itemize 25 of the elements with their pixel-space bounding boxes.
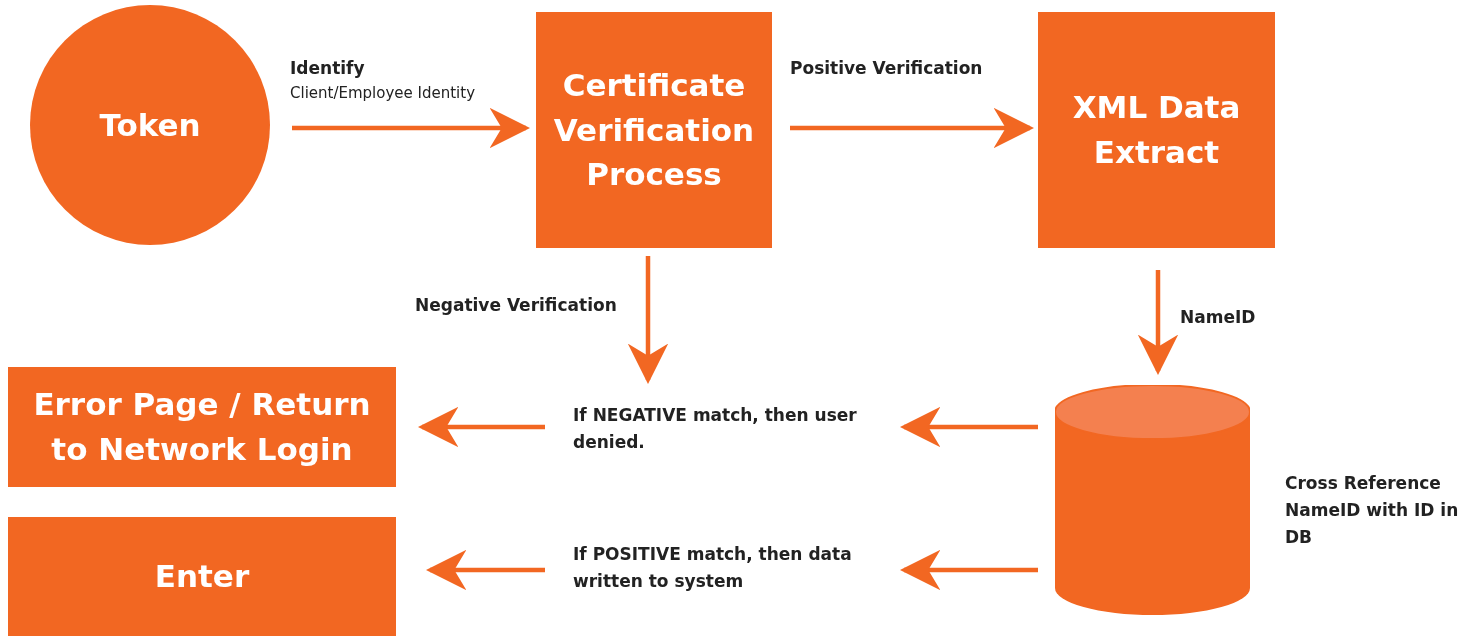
node-label: Error Page / Return to Network Login bbox=[32, 385, 372, 469]
edge-label: Positive Verification bbox=[790, 58, 983, 78]
arrow bbox=[627, 256, 669, 385]
process-box bbox=[8, 517, 396, 636]
edge-label: NameID bbox=[1180, 307, 1256, 327]
node-caption: Cross Reference NameID with ID in DB bbox=[1285, 472, 1460, 550]
arrow bbox=[425, 549, 545, 591]
process-box bbox=[8, 367, 396, 487]
flow-note: If NEGATIVE match, then user denied. bbox=[573, 403, 858, 454]
arrow bbox=[790, 107, 1035, 149]
edge-label: Negative Verification bbox=[415, 295, 617, 315]
process-box bbox=[1038, 12, 1275, 248]
edge-label: Identify bbox=[290, 58, 365, 78]
node-label: Certificate Verification Process bbox=[552, 65, 756, 195]
flow-note: If POSITIVE match, then data written to system bbox=[573, 542, 853, 593]
edge-note: Client/Employee Identity bbox=[290, 84, 476, 102]
arrow bbox=[899, 549, 1038, 591]
node-label: Token bbox=[99, 105, 201, 145]
process-box bbox=[536, 12, 772, 248]
node-label: XML Data Extract bbox=[1071, 88, 1242, 172]
arrow bbox=[417, 406, 545, 448]
arrow bbox=[1137, 270, 1179, 376]
arrow bbox=[292, 107, 531, 149]
arrow bbox=[899, 406, 1038, 448]
node-label: Enter bbox=[154, 557, 250, 597]
